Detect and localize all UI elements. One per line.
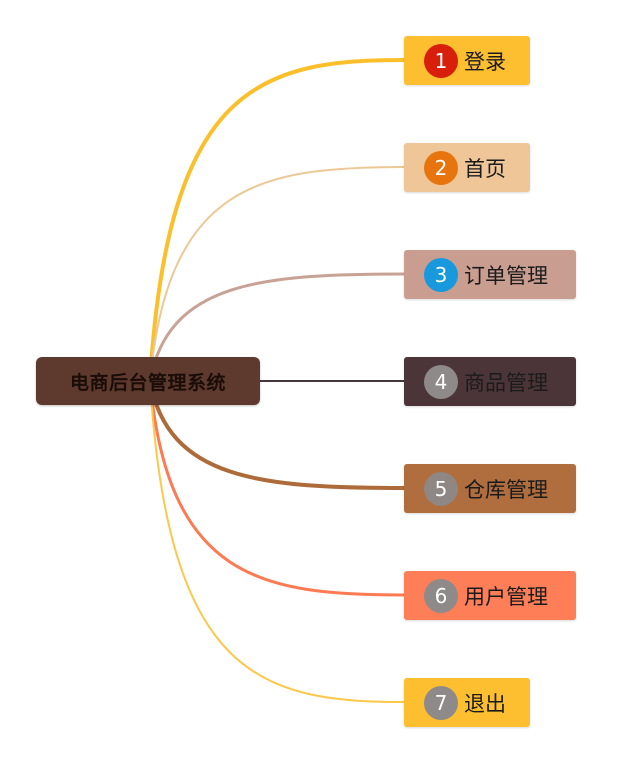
- branch-node-5[interactable]: 5 仓库管理: [404, 464, 576, 513]
- root-node[interactable]: 电商后台管理系统: [36, 357, 260, 405]
- connector-6: [148, 379, 406, 597]
- branch-node-7[interactable]: 7 退出: [404, 678, 530, 727]
- branch-label-6: 用户管理: [464, 584, 548, 609]
- branch-node-1[interactable]: 1 登录: [404, 36, 530, 85]
- connector-1: [148, 58, 406, 383]
- branch-node-4[interactable]: 4 商品管理: [404, 357, 576, 406]
- number-badge-1: 1: [424, 43, 458, 78]
- branch-label-5: 仓库管理: [464, 477, 548, 502]
- number-badge-2: 2: [424, 150, 458, 185]
- branch-node-3[interactable]: 3 订单管理: [404, 250, 576, 299]
- number-badge-3: 3: [424, 257, 458, 292]
- branch-label-7: 退出: [464, 691, 506, 716]
- number-badge-4: 4: [424, 364, 458, 399]
- branch-label-2: 首页: [464, 156, 506, 181]
- connector-5: [148, 379, 406, 490]
- number-badge-5: 5: [424, 471, 458, 506]
- connector-3: [148, 272, 406, 383]
- branch-node-6[interactable]: 6 用户管理: [404, 571, 576, 620]
- connector-7: [149, 380, 405, 703]
- branch-node-2[interactable]: 2 首页: [404, 143, 530, 192]
- connector-2: [149, 166, 405, 382]
- branch-label-3: 订单管理: [464, 263, 548, 288]
- root-label: 电商后台管理系统: [69, 371, 226, 394]
- branch-label-1: 登录: [464, 49, 506, 74]
- number-badge-6: 6: [424, 578, 458, 613]
- branch-label-4: 商品管理: [464, 370, 548, 395]
- number-badge-7: 7: [424, 685, 458, 720]
